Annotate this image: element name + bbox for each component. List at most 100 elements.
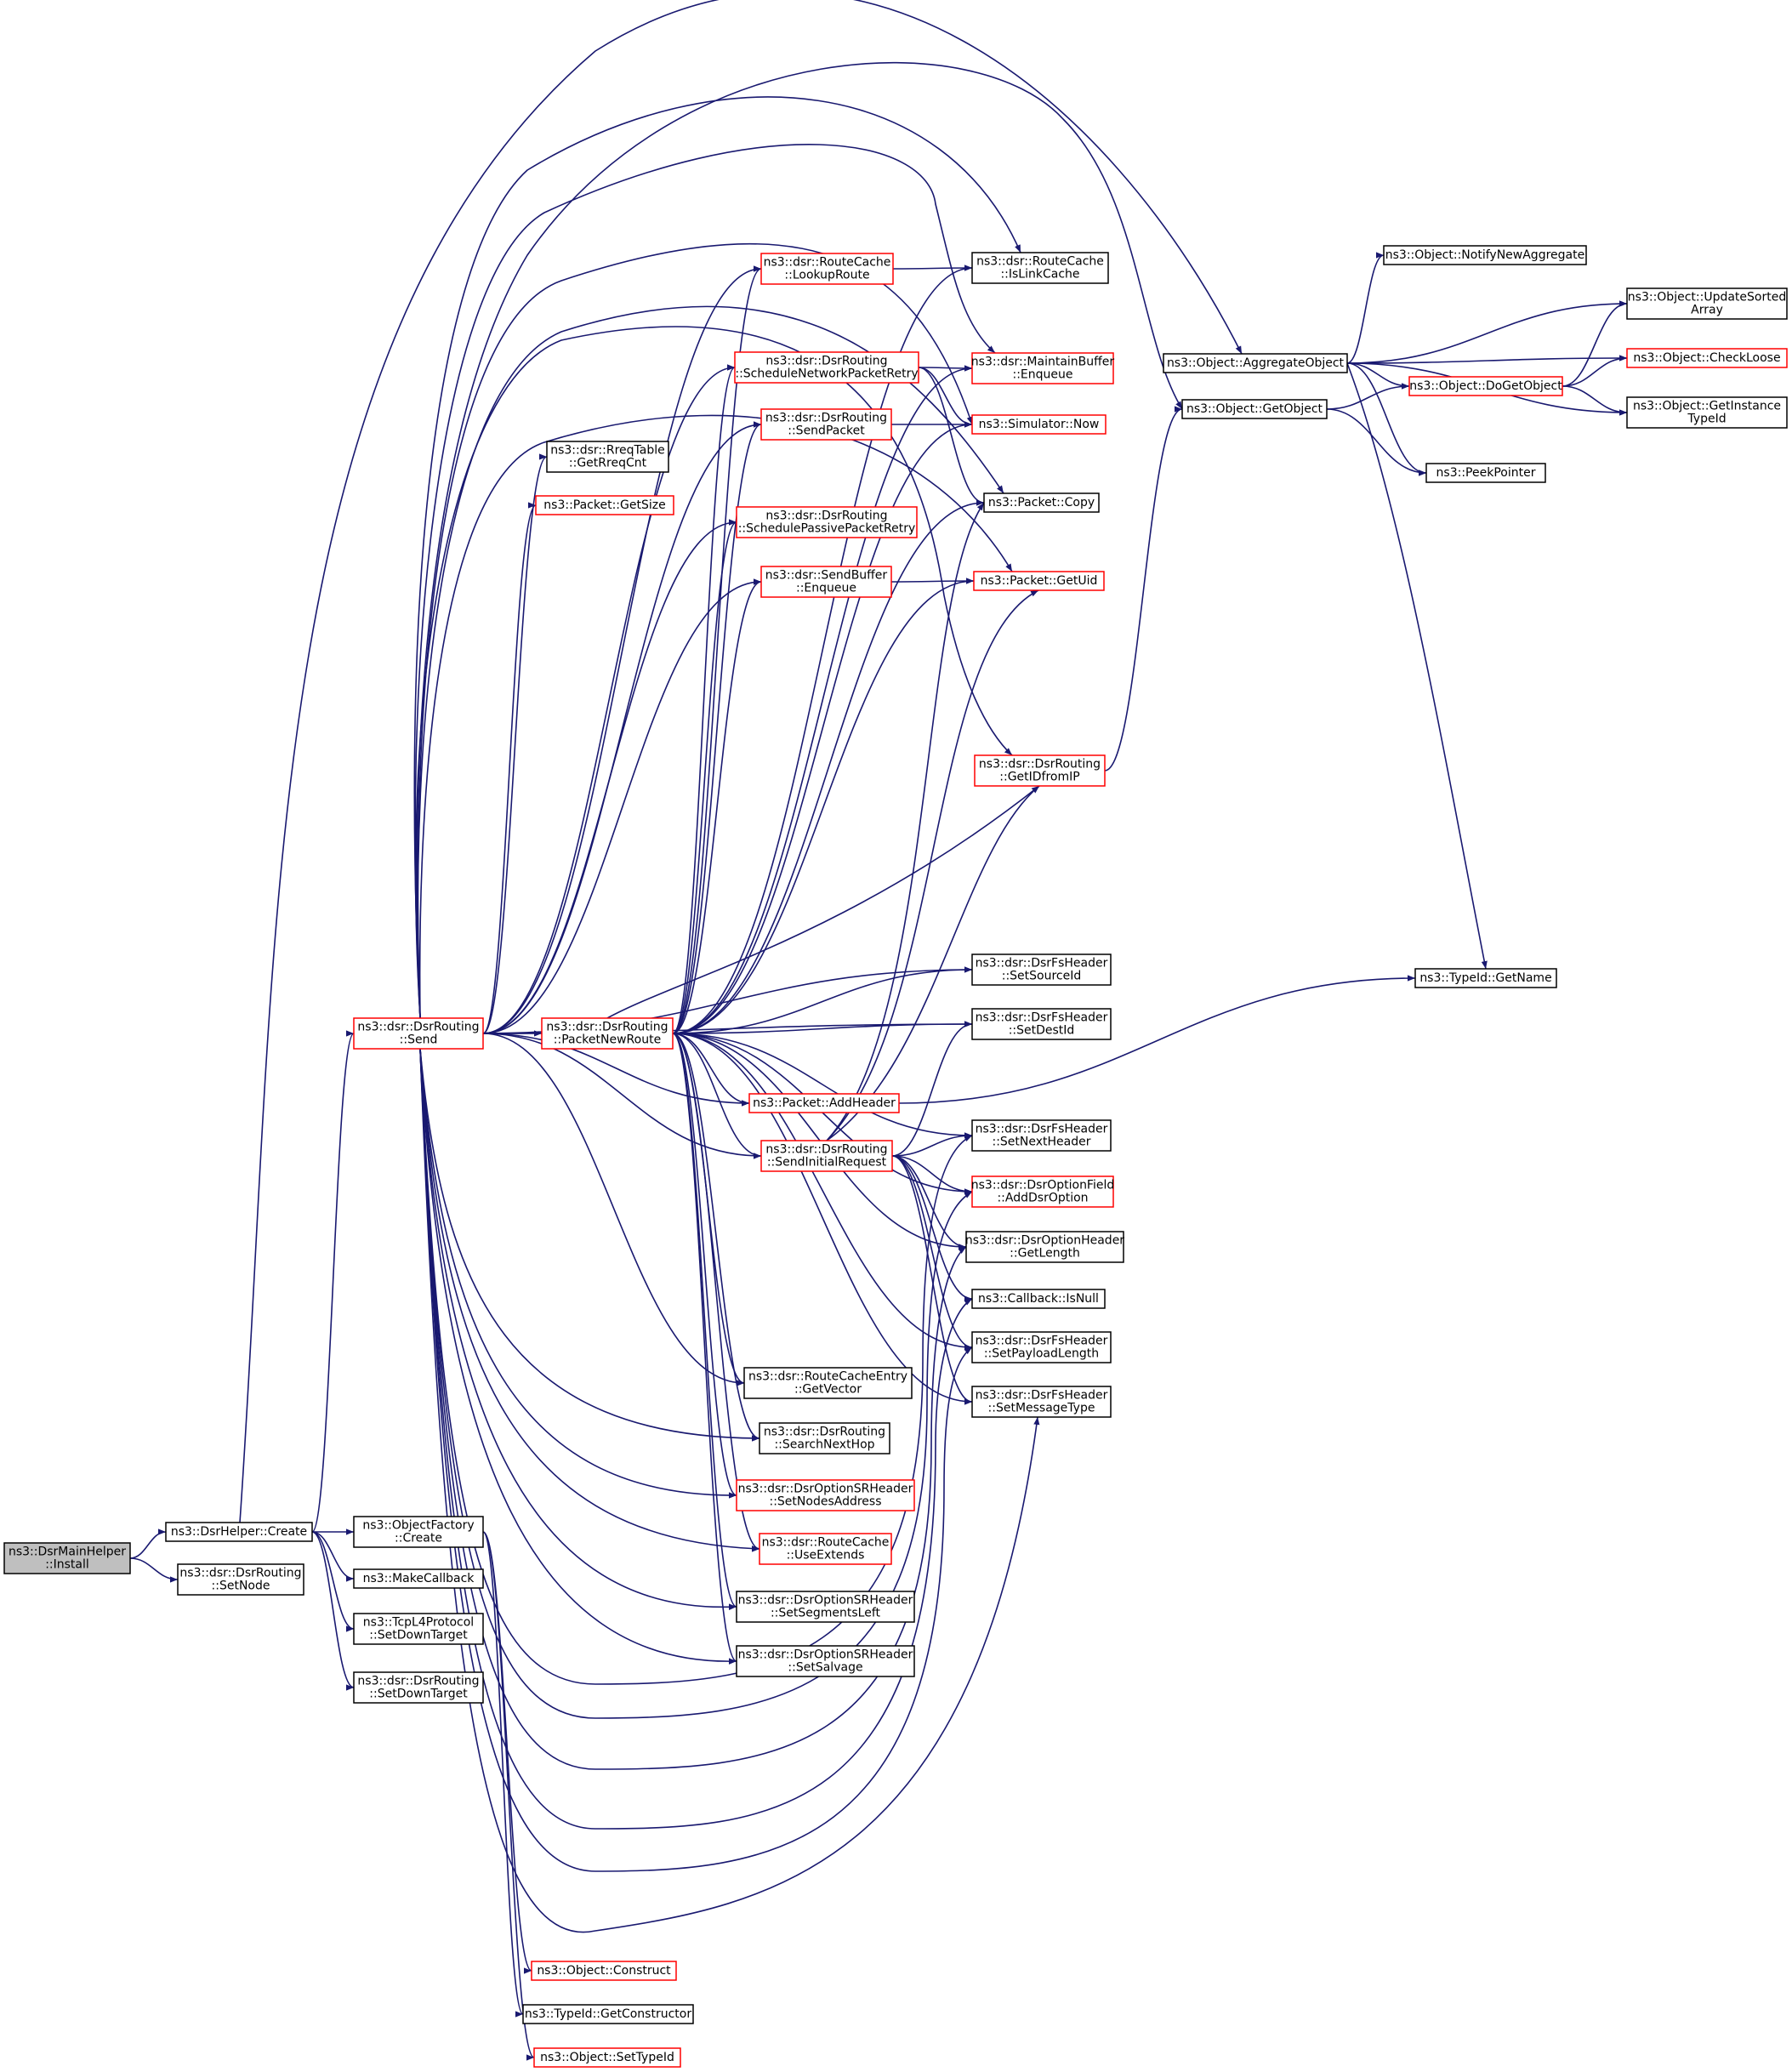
- node-dsrfsheader-setdestid[interactable]: ns3::dsr::DsrFsHeader::SetDestId: [971, 1008, 1112, 1040]
- node-packet-copy[interactable]: ns3::Packet::Copy: [983, 492, 1100, 513]
- node-maintainbuffer-enqueue[interactable]: ns3::dsr::MaintainBuffer::Enqueue: [971, 352, 1115, 384]
- edge-dsrrouting_send-to-routecacheentry_getvector: [482, 1033, 745, 1386]
- node-objectfactory-create[interactable]: ns3::ObjectFactory::Create: [353, 1516, 484, 1548]
- node-label: ::SetDownTarget: [369, 1688, 468, 1701]
- node-packet-getsize[interactable]: ns3::Packet::GetSize: [535, 495, 674, 515]
- node-tcpl4-setdowntarget[interactable]: ns3::TcpL4Protocol::SetDownTarget: [353, 1613, 484, 1645]
- edge-packet_addheader-to-typeid_getname: [898, 975, 1416, 1104]
- node-routecache-useextends[interactable]: ns3::dsr::RouteCache::UseExtends: [759, 1533, 892, 1565]
- edge-object_aggregateobject-to-peekpointer: [1346, 362, 1427, 476]
- node-callback-isnull[interactable]: ns3::Callback::IsNull: [971, 1289, 1106, 1309]
- node-routecache-islinkcache[interactable]: ns3::dsr::RouteCache::IsLinkCache: [971, 252, 1109, 284]
- node-dsrrouting-setdowntarget[interactable]: ns3::dsr::DsrRouting::SetDownTarget: [353, 1671, 484, 1704]
- node-label: ns3::dsr::DsrRouting: [765, 412, 887, 425]
- node-label: ::Send: [400, 1033, 438, 1047]
- node-label: ::SetMessageType: [988, 1402, 1095, 1415]
- node-peekpointer[interactable]: ns3::PeekPointer: [1425, 463, 1546, 483]
- node-label: ::IsLinkCache: [1000, 268, 1079, 282]
- node-label: ns3::dsr::DsrRouting: [765, 355, 887, 368]
- node-label: ::SetPayloadLength: [984, 1347, 1099, 1361]
- edge-dsrrouting_getidfromip-to-object_getobject: [1104, 406, 1183, 771]
- node-dsrrouting-packetnewroute[interactable]: ns3::dsr::DsrRouting::PacketNewRoute: [541, 1017, 674, 1050]
- node-box: [533, 2047, 681, 2068]
- edge-dsrrouting_send-to-routecache_islinkcache: [413, 96, 1021, 1019]
- node-dsrrouting-getidfromip[interactable]: ns3::dsr::DsrRouting::GetIDfromIP: [974, 754, 1106, 787]
- node-label: ns3::dsr::RouteCacheEntry: [748, 1370, 907, 1384]
- node-label: ::UseExtends: [787, 1549, 865, 1563]
- node-object-dogetobject[interactable]: ns3::Object::DoGetObject: [1408, 376, 1563, 396]
- node-dsrrouting-setnode[interactable]: ns3::dsr::DsrRouting::SetNode: [177, 1563, 304, 1596]
- edge-object_getobject-to-peekpointer: [1326, 408, 1427, 476]
- node-makecallback[interactable]: ns3::MakeCallback: [353, 1568, 484, 1589]
- node-label: ns3::Object::GetObject: [1186, 402, 1323, 416]
- node-box: [736, 1645, 915, 1677]
- node-object-construct[interactable]: ns3::Object::Construct: [531, 1961, 677, 1981]
- edge-object_aggregateobject-to-object_notifynewaggregate: [1346, 252, 1385, 364]
- edge-sendbuffer_enqueue-to-packet_getuid: [890, 578, 975, 584]
- node-box: [1626, 287, 1788, 320]
- node-dsroptionsrheader-setnodesaddress[interactable]: ns3::dsr::DsrOptionSRHeader::SetNodesAdd…: [736, 1479, 915, 1511]
- node-object-getobject[interactable]: ns3::Object::GetObject: [1181, 399, 1328, 419]
- edge-dsrrouting_send-to-dsrfsheader_setmessagetype: [419, 1048, 1040, 1933]
- edge-dsrrouting_send-to-dsroptionsrheader_setsegmentsleft: [419, 1048, 737, 1610]
- node-simulator-now[interactable]: ns3::Simulator::Now: [971, 414, 1106, 435]
- node-sendbuffer-enqueue[interactable]: ns3::dsr::SendBuffer::Enqueue: [760, 566, 892, 598]
- node-label: ns3::dsr::DsrRouting: [179, 1567, 301, 1580]
- node-dsrrouting-sendpacket[interactable]: ns3::dsr::DsrRouting::SendPacket: [760, 408, 892, 441]
- node-dsrrouting-send[interactable]: ns3::dsr::DsrRouting::Send: [353, 1017, 484, 1050]
- node-object-notifynewaggregate[interactable]: ns3::Object::NotifyNewAggregate: [1383, 245, 1587, 265]
- node-dsrrouting-sendinitialrequest[interactable]: ns3::dsr::DsrRouting::SendInitialRequest: [760, 1140, 893, 1172]
- edge-object_getobject-to-object_dogetobject: [1326, 383, 1410, 410]
- edge-dsrrouting_send-to-packet_addheader: [482, 1033, 750, 1107]
- node-dsroptionsrheader-setsegmentsleft[interactable]: ns3::dsr::DsrOptionSRHeader::SetSegments…: [736, 1591, 915, 1623]
- node-label: ns3::dsr::DsrOptionSRHeader: [738, 1648, 913, 1662]
- node-routecacheentry-getvector[interactable]: ns3::dsr::RouteCacheEntry::GetVector: [743, 1367, 913, 1399]
- node-rreqtable-getrreqcnt[interactable]: ns3::dsr::RreqTable::GetRreqCnt: [546, 441, 669, 473]
- node-object-aggregateobject[interactable]: ns3::Object::AggregateObject: [1163, 353, 1348, 373]
- node-dsrfsheader-setmessagetype[interactable]: ns3::dsr::DsrFsHeader::SetMessageType: [971, 1386, 1112, 1418]
- node-dsrrouting-schedulenetworkpacketretry[interactable]: ns3::dsr::DsrRouting::ScheduleNetworkPac…: [734, 351, 919, 384]
- node-object-settypeid[interactable]: ns3::Object::SetTypeId: [533, 2047, 681, 2068]
- node-label: ns3::Object::AggregateObject: [1167, 356, 1345, 370]
- edge-dsrhelper_create-to-dsrrouting_setdowntarget: [311, 1531, 355, 1691]
- node-packet-getuid[interactable]: ns3::Packet::GetUid: [973, 571, 1105, 591]
- node-typeid-getconstructor[interactable]: ns3::TypeId::GetConstructor: [522, 2004, 694, 2024]
- node-label: ns3::dsr::DsrRouting: [979, 758, 1101, 771]
- node-dsroptionsrheader-setsalvage[interactable]: ns3::dsr::DsrOptionSRHeader::SetSalvage: [736, 1645, 915, 1677]
- node-object-checkloose[interactable]: ns3::Object::CheckLoose: [1626, 348, 1788, 368]
- node-box: [983, 492, 1100, 513]
- node-dsrfsheader-setpayloadlength[interactable]: ns3::dsr::DsrFsHeader::SetPayloadLength: [971, 1331, 1112, 1363]
- node-box: [1425, 463, 1546, 483]
- node-dsroptionheader-getlength[interactable]: ns3::dsr::DsrOptionHeader::GetLength: [965, 1231, 1124, 1263]
- edge-dsrrouting_packetnewroute-to-packet_copy: [672, 499, 985, 1034]
- node-dsrfsheader-setnextheader[interactable]: ns3::dsr::DsrFsHeader::SetNextHeader: [971, 1119, 1112, 1152]
- edge-dsrrouting_sendinitialrequest-to-packet_getuid: [826, 589, 1039, 1141]
- node-typeid-getname[interactable]: ns3::TypeId::GetName: [1414, 968, 1557, 988]
- node-routecache-lookuproute[interactable]: ns3::dsr::RouteCache::LookupRoute: [760, 253, 894, 285]
- node-box: [760, 566, 892, 598]
- node-dsrhelper-create[interactable]: ns3::DsrHelper::Create: [165, 1522, 313, 1542]
- node-packet-addheader[interactable]: ns3::Packet::AddHeader: [748, 1093, 900, 1113]
- edge-dsrrouting_packetnewroute-to-dsrrouting_getidfromip: [606, 785, 1040, 1019]
- node-dsrfsheader-setsourceid[interactable]: ns3::dsr::DsrFsHeader::SetSourceId: [971, 953, 1112, 986]
- edge-dsrrouting_packetnewroute-to-packet_getuid: [672, 578, 975, 1034]
- node-box: [760, 408, 892, 441]
- node-box: [531, 1961, 677, 1981]
- node-dsroptionfield-adddsroption[interactable]: ns3::dsr::DsrOptionField::AddDsrOption: [971, 1175, 1115, 1208]
- node-label: ::ScheduleNetworkPacketRetry: [735, 367, 918, 381]
- node-box: [971, 1119, 1112, 1152]
- node-dsrrouting-searchnexthop[interactable]: ns3::dsr::DsrRouting::SearchNextHop: [759, 1422, 890, 1454]
- node-label: ns3::Packet::GetUid: [981, 574, 1098, 588]
- edge-dsrrouting_packetnewroute-to-dsrrouting_searchnexthop: [672, 1033, 760, 1442]
- edge-dsrrouting_packetnewroute-to-dsroptionsrheader_setnodesaddress: [672, 1033, 737, 1499]
- edge-dsrrouting_packetnewroute-to-dsrfsheader_setdestid: [672, 1021, 973, 1034]
- edge-dsrhelper_create-to-object_aggregateobject: [239, 0, 1243, 1523]
- node-label: ns3::dsr::DsrOptionSRHeader: [738, 1483, 913, 1496]
- edge-dsrrouting_sendinitialrequest-to-dsrfsheader_setpayloadlength: [891, 1155, 973, 1351]
- node-label: ns3::ObjectFactory: [362, 1519, 474, 1533]
- edge-dsrhelper_create-to-tcpl4_setdowntarget: [311, 1531, 355, 1632]
- node-dsrrouting-schedulepassivepacketretry[interactable]: ns3::dsr::DsrRouting::SchedulePassivePac…: [736, 506, 918, 538]
- node-label: ::Create: [395, 1532, 442, 1545]
